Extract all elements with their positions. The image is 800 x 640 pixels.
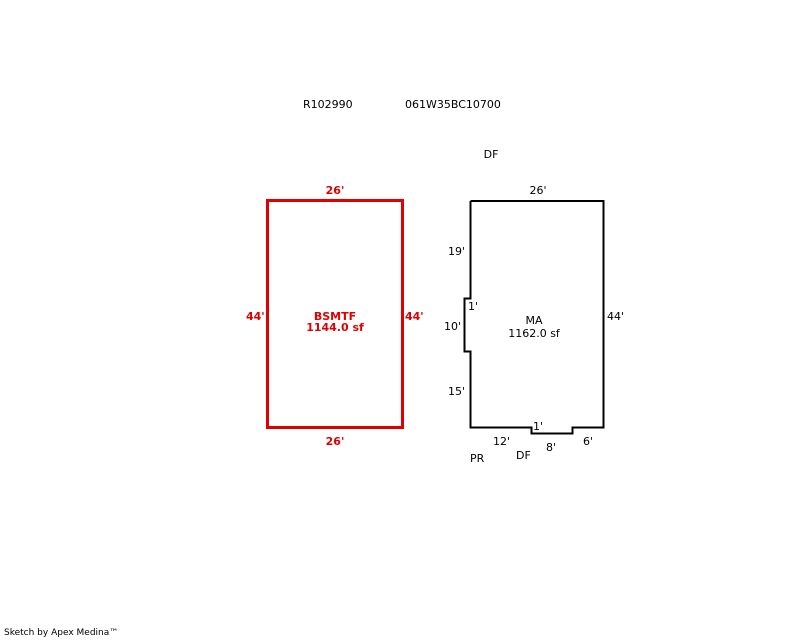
main-left-upper-dimension: 19' xyxy=(448,245,465,258)
basement-top-dimension: 26' xyxy=(326,184,345,197)
main-bottom-left-dimension: 12' xyxy=(493,435,510,448)
top-deck-annotation: DF xyxy=(484,148,499,161)
main-area-code: MA xyxy=(525,314,542,327)
main-left-jog-dimension: 1' xyxy=(468,300,478,313)
main-left-lower-dimension: 15' xyxy=(448,385,465,398)
main-top-dimension: 26' xyxy=(529,184,546,197)
main-bottom-right-dimension: 6' xyxy=(583,435,593,448)
main-area-size: 1162.0 sf xyxy=(508,327,561,340)
map-number: 061W35BC10700 xyxy=(405,98,501,111)
parcel-id: R102990 xyxy=(303,98,353,111)
basement-right-dimension: 44' xyxy=(405,310,424,323)
main-left-middle-dimension: 10' xyxy=(444,320,461,333)
basement-left-dimension: 44' xyxy=(246,310,265,323)
main-bottom-jog-dimension: 1' xyxy=(533,420,543,433)
main-bottom-middle-dimension: 8' xyxy=(546,441,556,454)
main-area-outline xyxy=(463,200,605,435)
basement-outline xyxy=(266,199,404,429)
bottom-deck-annotation: DF xyxy=(516,449,531,462)
sketch-credit: Sketch by Apex Medina™ xyxy=(4,628,119,638)
main-right-dimension: 44' xyxy=(607,310,624,323)
basement-area: 1144.0 sf xyxy=(306,321,364,334)
basement-code: BSMTF xyxy=(314,310,356,323)
porch-annotation: PR xyxy=(470,452,485,465)
basement-bottom-dimension: 26' xyxy=(326,435,345,448)
